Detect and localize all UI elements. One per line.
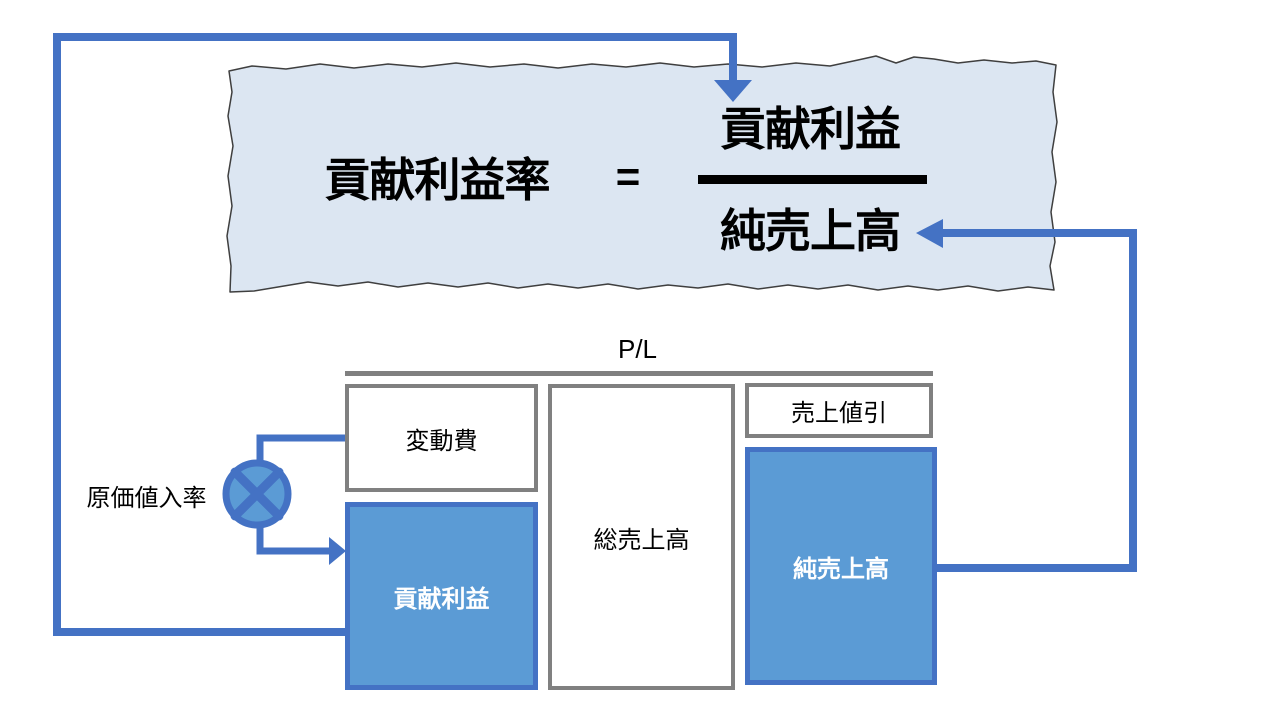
sales-discount-label: 売上値引 <box>791 400 887 427</box>
formula-title: 貢献利益率 <box>324 154 551 206</box>
variable-cost-to-multiplier-connector <box>256 434 347 462</box>
pl-header-rule <box>345 371 933 376</box>
net-sales-label: 純売上高 <box>793 555 889 583</box>
multiplier-to-contribution-connector <box>256 527 329 555</box>
net-sales-connector <box>933 229 1137 572</box>
contribution-profit-box: 貢献利益 <box>345 502 538 690</box>
variable-cost-box: 変動費 <box>345 384 538 492</box>
pl-title: P/L <box>617 333 658 364</box>
sales-discount-box: 売上値引 <box>745 383 933 438</box>
markup-ratio-label: 原価値入率 <box>86 484 207 512</box>
arrow-down-icon <box>714 80 752 102</box>
formula-panel-background <box>226 55 1058 293</box>
arrow-left-icon <box>916 219 943 248</box>
net-sales-box: 純売上高 <box>745 447 937 685</box>
circled-multiply-icon <box>222 459 292 529</box>
gross-sales-box: 総売上高 <box>548 384 735 690</box>
fraction-bar <box>698 175 927 184</box>
variable-cost-label: 変動費 <box>405 427 478 455</box>
formula-equals-sign: = <box>615 153 641 200</box>
arrow-right-icon <box>329 537 346 565</box>
contribution-profit-label: 貢献利益 <box>393 585 490 613</box>
formula-numerator: 貢献利益 <box>720 103 901 155</box>
formula-denominator: 純売上高 <box>720 205 901 257</box>
contribution-profit-connector <box>53 33 737 636</box>
gross-sales-label: 総売上高 <box>593 526 690 554</box>
